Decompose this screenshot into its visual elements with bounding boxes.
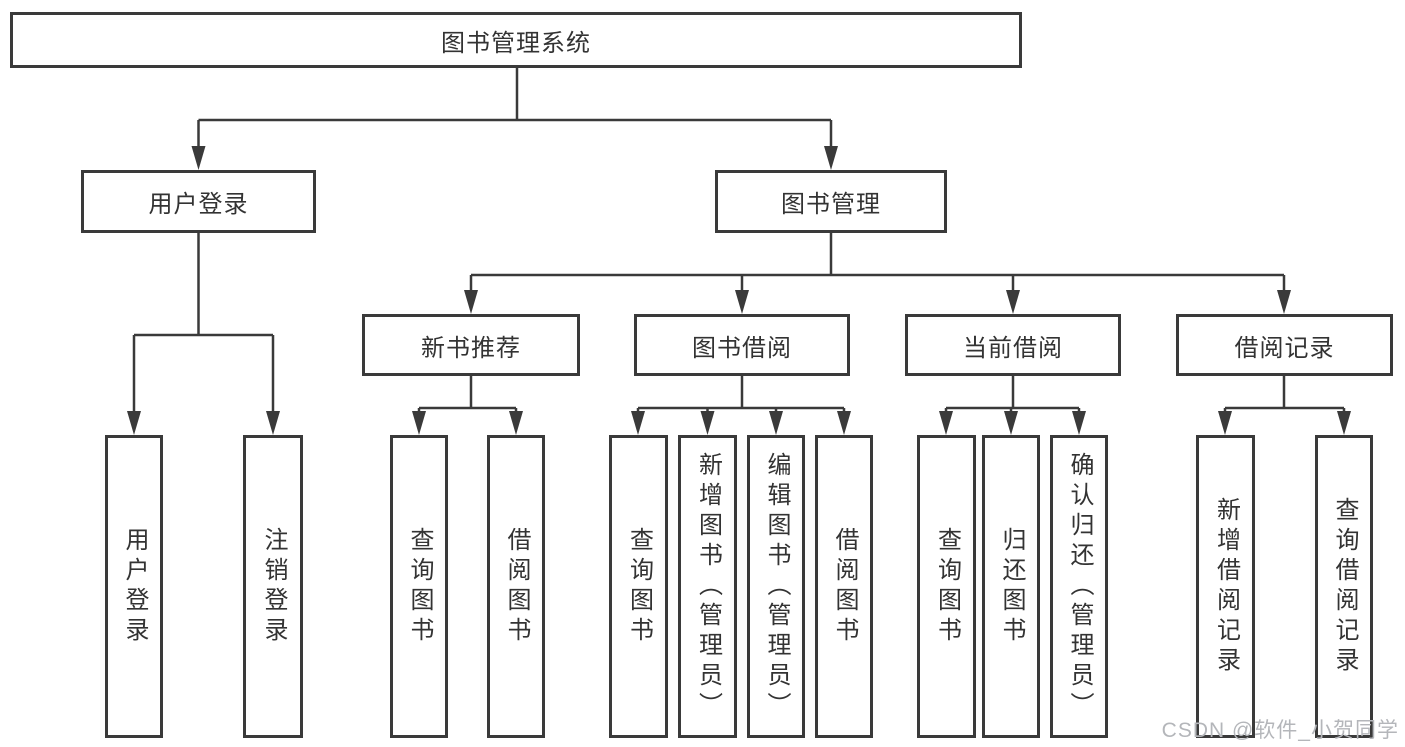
node-user-login: 用户登录 bbox=[81, 170, 316, 233]
leaf-label: 归还图书 bbox=[998, 526, 1025, 647]
leaf-edit-books-admin: 编辑图书（管理员） bbox=[747, 435, 805, 738]
leaf-query-books-recommend: 查询图书 bbox=[390, 435, 448, 738]
leaf-label: 查询借阅记录 bbox=[1331, 496, 1358, 677]
leaf-user-login: 用户登录 bbox=[105, 435, 163, 738]
node-borrowing-records: 借阅记录 bbox=[1176, 314, 1393, 376]
node-book-management: 图书管理 bbox=[715, 170, 947, 233]
node-book-borrowing: 图书借阅 bbox=[634, 314, 850, 376]
leaf-label: 查询图书 bbox=[625, 526, 653, 647]
node-current-borrowing: 当前借阅 bbox=[905, 314, 1121, 376]
leaf-label: 编辑图书（管理员） bbox=[763, 451, 790, 722]
leaf-label: 查询图书 bbox=[406, 526, 433, 647]
watermark: CSDN @软件_小贺同学 bbox=[1161, 719, 1399, 742]
leaf-label: 确认归还（管理员） bbox=[1066, 451, 1093, 722]
leaf-label: 查询图书 bbox=[933, 526, 961, 647]
leaf-label: 注销登录 bbox=[260, 526, 287, 647]
leaf-label: 新增图书（管理员） bbox=[694, 451, 722, 722]
leaf-query-books-borrow: 查询图书 bbox=[609, 435, 668, 738]
node-library-management-system: 图书管理系统 bbox=[10, 12, 1022, 68]
leaf-label: 借阅图书 bbox=[831, 526, 858, 647]
leaf-borrow-books: 借阅图书 bbox=[815, 435, 873, 738]
leaf-query-borrow-record: 查询借阅记录 bbox=[1315, 435, 1373, 738]
leaf-add-books-admin: 新增图书（管理员） bbox=[678, 435, 737, 738]
leaf-borrow-books-recommend: 借阅图书 bbox=[487, 435, 545, 738]
leaf-confirm-return-admin: 确认归还（管理员） bbox=[1050, 435, 1108, 738]
leaf-label: 用户登录 bbox=[121, 526, 148, 647]
node-new-book-recommendation: 新书推荐 bbox=[362, 314, 580, 376]
leaf-add-borrow-record: 新增借阅记录 bbox=[1196, 435, 1255, 738]
leaf-label: 借阅图书 bbox=[503, 526, 530, 647]
leaf-query-books-current: 查询图书 bbox=[917, 435, 976, 738]
leaf-return-books: 归还图书 bbox=[982, 435, 1040, 738]
leaf-logout-login: 注销登录 bbox=[243, 435, 303, 738]
leaf-label: 新增借阅记录 bbox=[1212, 496, 1240, 677]
